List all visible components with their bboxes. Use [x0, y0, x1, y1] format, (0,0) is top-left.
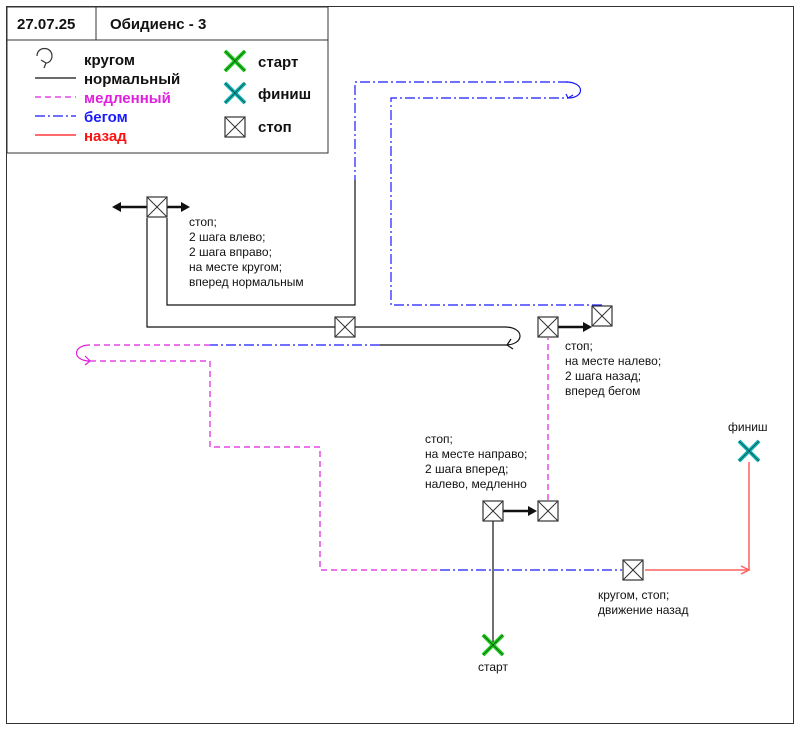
note-1-line: стоп;	[189, 215, 217, 229]
stop-marker-7	[622, 559, 644, 581]
note-1-line: 2 шага вправо;	[189, 245, 272, 259]
note-2-line: вперед бегом	[565, 384, 640, 398]
note-1-line: на месте кругом;	[189, 260, 282, 274]
note-2-line: на месте налево;	[565, 354, 661, 368]
arrow-right-1	[558, 322, 592, 332]
stop-marker-5	[482, 500, 504, 522]
legend-finish-marker	[223, 81, 247, 105]
header-date: 27.07.25	[17, 16, 75, 33]
path-slow-down	[90, 360, 440, 571]
header-title: Обидиенс - 3	[110, 16, 206, 33]
legend-run-label: бегом	[84, 109, 128, 126]
start-marker	[481, 633, 505, 657]
note-1-line: вперед нормальным	[189, 275, 304, 289]
stop-marker-1	[146, 196, 168, 218]
note-3-line: стоп;	[425, 432, 453, 446]
legend-start-label: старт	[258, 54, 298, 71]
note-3-line: налево, медленно	[425, 477, 527, 491]
path-normal-lower	[146, 218, 505, 328]
note-4-line: движение назад	[598, 603, 688, 617]
note-4-line: кругом, стоп;	[598, 588, 669, 602]
finish-label: финиш	[728, 420, 768, 434]
note-1-line: 2 шага влево;	[189, 230, 265, 244]
note-4: кругом, стоп; движение назад	[598, 588, 688, 617]
stop-marker-6	[537, 500, 559, 522]
stop-marker-3	[537, 316, 559, 338]
path-run-turn	[565, 81, 582, 99]
path-slow-turn	[75, 344, 91, 362]
arrow-right-2	[503, 506, 537, 516]
legend-normal-label: нормальный	[84, 71, 180, 88]
note-1: стоп; 2 шага влево; 2 шага вправо; на ме…	[189, 215, 304, 289]
stop-marker-2	[334, 316, 356, 338]
stop-marker-4	[591, 305, 613, 327]
path-normal-return	[166, 180, 356, 306]
path-run-turn-arrow	[565, 93, 574, 99]
note-2-line: 2 шага назад;	[565, 369, 641, 383]
note-3-line: 2 шага вперед;	[425, 462, 508, 476]
legend-start-marker	[223, 49, 247, 73]
legend-stop-label: стоп	[258, 119, 292, 136]
legend-stop-marker	[224, 116, 246, 138]
note-3: стоп; на месте направо; 2 шага вперед; н…	[425, 432, 527, 491]
start-label: старт	[478, 660, 508, 674]
legend-round-sample	[36, 47, 53, 69]
path-normal-turn	[504, 326, 521, 346]
note-3-line: на месте направо;	[425, 447, 527, 461]
legend-round-label: кругом	[84, 52, 135, 69]
path-run-top-outer	[354, 81, 568, 180]
legend-box	[6, 6, 329, 154]
note-2: стоп; на месте налево; 2 шага назад; впе…	[565, 339, 661, 398]
path-normal-turn-arrow	[506, 338, 514, 350]
legend-back-label: назад	[84, 128, 127, 145]
finish-marker	[737, 439, 761, 463]
note-2-line: стоп;	[565, 339, 593, 353]
diagram-frame	[6, 6, 794, 724]
legend-finish-label: финиш	[258, 86, 311, 103]
legend-slow-label: медленный	[84, 90, 171, 107]
path-run-top-inner	[390, 97, 602, 306]
